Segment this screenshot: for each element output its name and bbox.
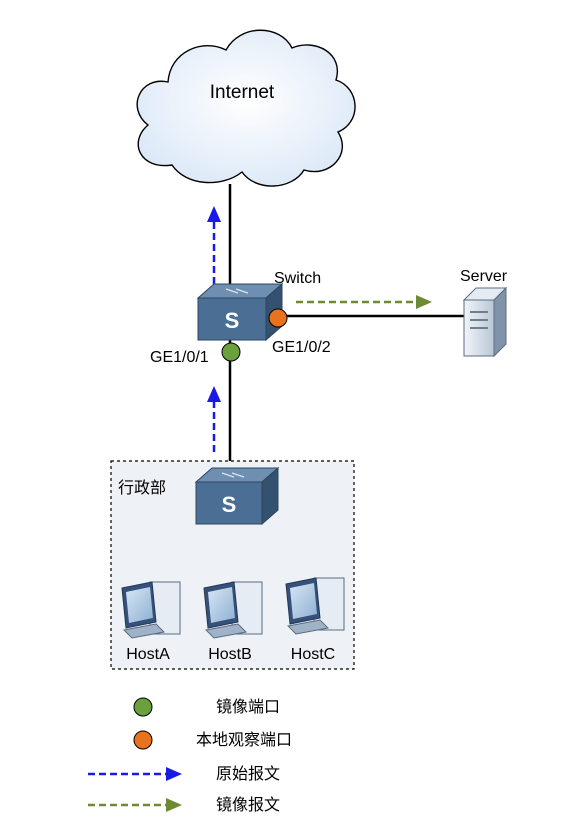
legend-original-packet-label: 原始报文 (216, 765, 280, 783)
internet-cloud: Internet (136, 29, 356, 187)
core-switch: S (196, 282, 284, 342)
switch-label: Switch (274, 270, 321, 287)
original-packet-arrow-upper (207, 206, 221, 284)
legend-original-packet-arrow (88, 767, 182, 781)
host-b-label: HostB (208, 646, 252, 663)
observe-port-dot (268, 308, 288, 328)
host-a-label: HostA (126, 646, 170, 663)
internet-label: Internet (210, 82, 275, 103)
legend-observe-port-label: 本地观察端口 (196, 731, 292, 749)
host-b-icon (203, 581, 263, 639)
legend-mirror-port-label: 镜像端口 (216, 697, 280, 716)
server-icon (462, 286, 508, 358)
mirror-packet-arrow (296, 295, 432, 309)
legend-mirror-port-dot (133, 697, 153, 717)
admin-switch: S (194, 466, 280, 526)
legend: 镜像端口 本地观察端口 原始报文 镜像报文 (88, 697, 292, 814)
host-a-icon (121, 581, 181, 639)
mirror-port-dot (221, 342, 241, 362)
legend-observe-port-dot (133, 730, 153, 750)
host-c-icon (285, 577, 345, 635)
server-label: Server (460, 268, 508, 285)
original-packet-arrow-lower (207, 386, 221, 452)
legend-mirror-packet-arrow (88, 798, 182, 812)
core-switch-glyph: S (225, 308, 240, 333)
host-c-label: HostC (291, 646, 335, 663)
legend-mirror-packet-label: 镜像报文 (216, 795, 280, 814)
admin-group-label: 行政部 (118, 479, 166, 497)
mirror-port-label: GE1/0/1 (150, 349, 209, 366)
admin-switch-glyph: S (222, 492, 237, 517)
observe-port-label: GE1/0/2 (272, 339, 331, 356)
